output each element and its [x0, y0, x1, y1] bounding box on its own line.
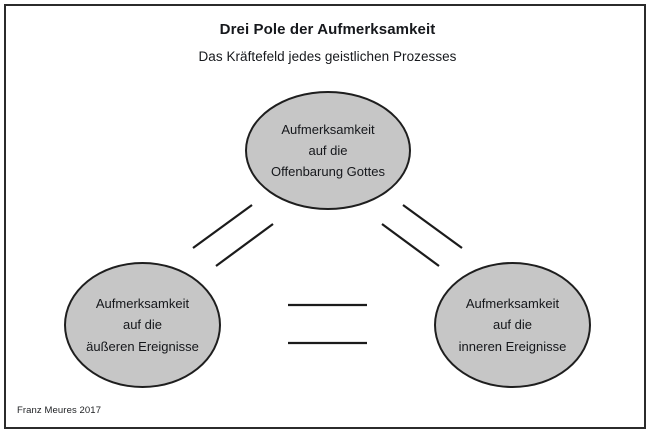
node-line-2: auf die: [122, 317, 163, 333]
node-offenbarung-gottes[interactable]: Aufmerksamkeit auf die Offenbarung Gotte…: [245, 91, 411, 210]
node-line-3: Offenbarung Gottes: [271, 164, 385, 180]
node-aeussere-ereignisse[interactable]: Aufmerksamkeit auf die äußeren Ereigniss…: [64, 262, 221, 388]
node-line-1: Aufmerksamkeit: [465, 296, 560, 312]
credit-line: Franz Meures 2017: [17, 405, 102, 416]
node-line-2: auf die: [492, 317, 533, 333]
node-innere-ereignisse[interactable]: Aufmerksamkeit auf die inneren Ereigniss…: [434, 262, 591, 388]
page-subtitle: Das Kräftefeld jedes geistlichen Prozess…: [198, 49, 457, 64]
page-title: Drei Pole der Aufmerksamkeit: [219, 21, 436, 38]
node-line-3: inneren Ereignisse: [458, 338, 567, 354]
node-line-1: Aufmerksamkeit: [95, 296, 190, 312]
node-line-2: auf die: [308, 142, 348, 158]
node-line-3: äußeren Ereignisse: [86, 338, 199, 354]
node-line-1: Aufmerksamkeit: [281, 121, 375, 137]
